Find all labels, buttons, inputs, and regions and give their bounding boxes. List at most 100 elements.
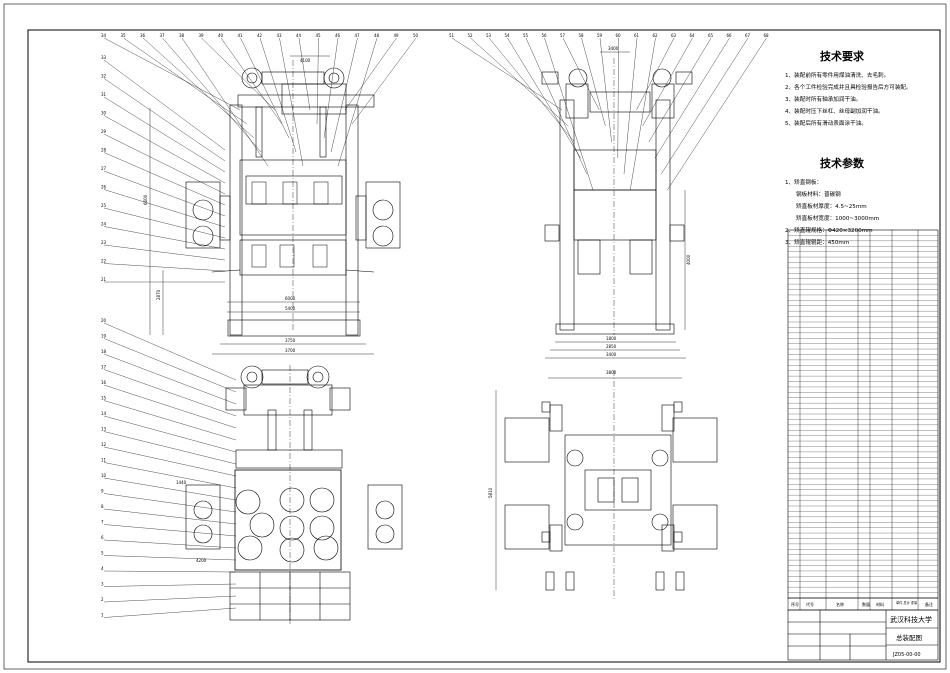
balloon-number: 46 [335,33,341,38]
balloon-leader [103,595,237,603]
col-index: 序号 [791,601,799,607]
balloon-number: 68 [764,33,770,38]
tech-req-item: 3、装配时所有轴承加润干油。 [785,95,861,103]
balloon-leader [351,37,417,125]
balloon-leader [103,508,237,525]
balloon-leader [103,583,237,587]
tech-param-item: 钢板材料：普碳钢 [796,190,841,198]
balloon-leader [103,133,226,195]
side-view [541,51,693,359]
balloon-number: 6 [101,535,104,540]
balloon-number: 14 [101,411,107,416]
balloon-number: 40 [218,33,224,38]
balloon-number: 64 [690,33,696,38]
balloon-leader [123,37,248,125]
balloon-number: 37 [160,33,166,38]
tech-params-title: 技术参数 [820,156,865,170]
balloon-number: 4 [101,566,104,571]
title-university: 武汉科技大学 [890,615,932,624]
balloon-leader [181,37,269,167]
balloon-number: 31 [101,92,107,97]
balloon-number: 35 [121,33,127,38]
balloon-leader [599,37,612,143]
balloon-leader [103,96,226,173]
balloon-number: 59 [597,33,603,38]
balloon-leader [636,37,675,111]
balloon-number: 32 [101,74,107,79]
balloon-number: 55 [523,33,529,38]
balloon-leader [103,462,237,489]
balloon-number: 51 [449,33,455,38]
part-balloons [103,37,767,618]
balloon-leader [630,37,656,191]
dim-side-top: 3400 [608,46,619,51]
balloon-leader [259,37,297,153]
balloon-number: 10 [101,473,107,478]
balloon-number: 18 [101,349,107,354]
balloon-number: 24 [101,222,107,227]
col-weight: 单件 总计 重量 [896,600,918,605]
balloon-leader [103,353,237,405]
front-section-dims: 1440 4200 [176,480,207,563]
balloon-leader [451,37,563,111]
balloon-number: 52 [468,33,474,38]
balloon-leader [316,37,319,125]
balloon-leader [103,431,237,465]
title-block [787,609,939,661]
inner-border [27,29,941,663]
balloon-number: 41 [238,33,244,38]
balloon-number: 67 [745,33,751,38]
col-material: 材料 [876,601,884,607]
balloon-leader [201,37,276,111]
balloon-leader [103,189,226,228]
balloon-leader [344,37,397,111]
balloon-leader [667,37,767,191]
dim-plan-height: 5810 [488,487,493,498]
balloon-number: 43 [277,33,283,38]
balloon-leader [103,78,226,162]
balloon-number: 17 [101,365,107,370]
balloon-number: 66 [727,33,733,38]
dim-front-width-3: 3750 [285,338,296,343]
balloon-leader [103,400,237,441]
balloon-number: 5 [101,551,104,556]
balloon-leader [103,446,237,477]
balloon-leader [525,37,587,175]
dim-front-width-4: 3700 [285,348,296,353]
balloon-leader [544,37,594,191]
balloon-leader [220,37,283,125]
dim-lower-height: 4200 [196,558,207,563]
balloon-leader [103,170,226,217]
balloon-leader [103,59,226,151]
balloon-leader [488,37,575,143]
balloon-leader [617,37,619,159]
balloon-leader [103,244,226,261]
balloon-number: 11 [101,458,107,463]
balloon-number: 61 [634,33,640,38]
balloon-leader [642,37,693,127]
balloon-number: 21 [101,277,107,282]
dim-side-height: 4000 [686,254,691,265]
balloon-number: 26 [101,185,107,190]
col-name: 名称 [836,601,844,607]
balloon-leader [562,37,600,111]
parts-list-header: 序号 代号 名称 数量 材料 单件 总计 重量 备注 [787,597,939,611]
balloon-number: 20 [101,318,107,323]
tech-req-item: 5、装配后所有滑动表面涂干油。 [785,119,867,127]
dim-front-top: 4100 [300,58,311,63]
front-view-dims: 4100 6000 5400 3750 3700 6600 2870 [143,58,311,353]
balloon-number: 42 [257,33,263,38]
plan-view [495,370,718,600]
balloon-leader [661,37,749,175]
balloon-leader [103,207,226,239]
balloon-number: 60 [616,33,622,38]
tech-param-item: 1、矫直钢板： [785,178,822,186]
balloon-leader [507,37,581,159]
balloon-leader [581,37,606,127]
balloon-leader [103,539,237,549]
balloon-number: 65 [708,33,714,38]
title-drawing-name: 总装配图 [896,633,922,642]
balloon-number: 36 [140,33,146,38]
outer-border [3,3,947,670]
